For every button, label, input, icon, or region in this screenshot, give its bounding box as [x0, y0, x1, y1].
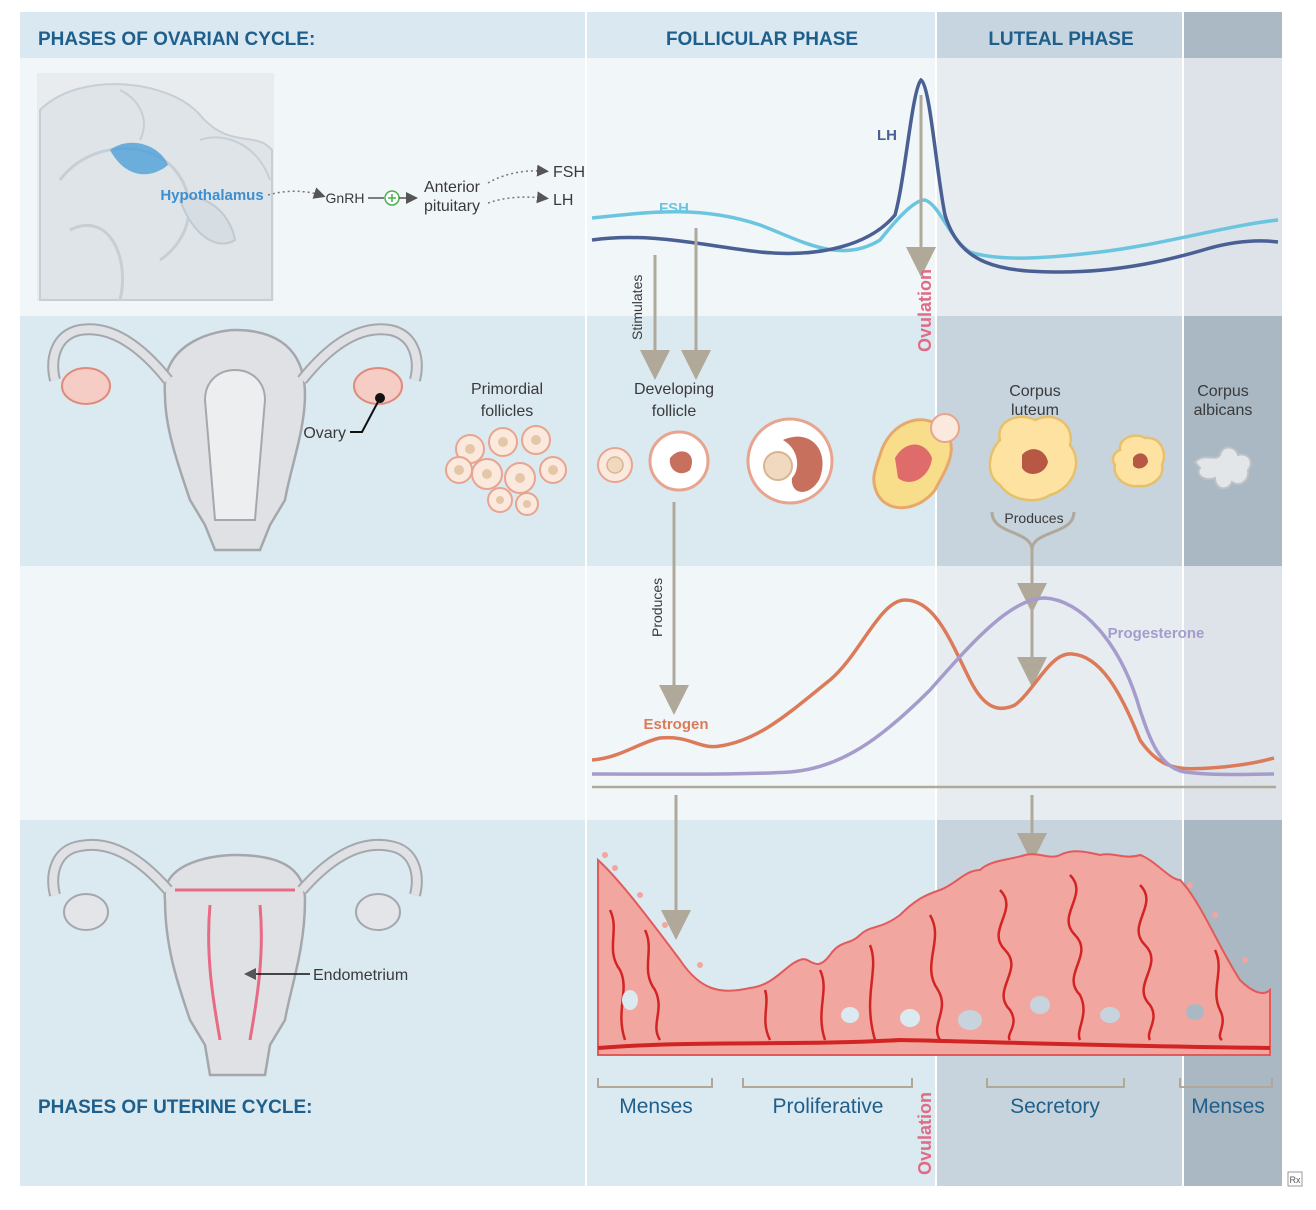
produces-corpus-label: Produces — [1004, 510, 1063, 526]
developing-label-2: follicle — [652, 403, 697, 420]
corpus-luteum — [988, 415, 1166, 502]
uterine-cycle-header: PHASES OF UTERINE CYCLE: — [38, 1097, 312, 1118]
lh-curve-label: LH — [877, 127, 897, 144]
estrogen-curve — [591, 598, 1275, 771]
follicular-phase-header: FOLLICULAR PHASE — [666, 29, 858, 50]
endometrium-tissue — [597, 850, 1271, 1056]
rx-logo-text: Rx — [1290, 1175, 1301, 1185]
estrogen-label: Estrogen — [643, 716, 708, 733]
phase-proliferative: Proliferative — [773, 1095, 884, 1118]
lh-axis-label: LH — [553, 192, 573, 209]
ovulation-label-bottom: Ovulation — [915, 1092, 935, 1175]
progesterone-label: Progesterone — [1108, 625, 1205, 642]
ovary-label: Ovary — [303, 425, 346, 442]
phase-menses-2: Menses — [1191, 1095, 1265, 1118]
corpus-albicans-label-2: albicans — [1194, 402, 1253, 419]
ovulation-label-top: Ovulation — [915, 269, 935, 352]
gnrh-label: GnRH — [326, 190, 365, 206]
progesterone-curve — [591, 596, 1275, 777]
corpus-albicans-label-1: Corpus — [1197, 383, 1249, 400]
fsh-curve-label: FSH — [659, 200, 689, 217]
corpus-luteum-label-1: Corpus — [1009, 383, 1061, 400]
fsh-axis-label: FSH — [553, 164, 585, 181]
phase-secretory: Secretory — [1010, 1095, 1100, 1118]
primordial-label-1: Primordial — [471, 381, 543, 398]
uterine-phase-brackets — [597, 1078, 1273, 1088]
developing-label-1: Developing — [634, 381, 714, 398]
fsh-curve — [591, 198, 1279, 260]
developing-follicles — [597, 413, 960, 510]
brain-illustration — [37, 73, 274, 301]
luteal-phase-header: LUTEAL PHASE — [988, 29, 1133, 50]
primordial-label-2: follicles — [481, 403, 533, 420]
corpus-luteum-label-2: luteum — [1011, 402, 1059, 419]
rx-logo-icon — [1287, 1171, 1303, 1187]
lh-curve — [591, 77, 1279, 274]
anterior-label-1: Anterior — [424, 179, 481, 196]
anterior-label-2: pituitary — [424, 198, 480, 215]
uterus-ovary-illustration — [47, 323, 423, 552]
endometrium-label: Endometrium — [313, 967, 408, 984]
lh-arrow — [487, 191, 549, 204]
primordial-follicles — [445, 425, 567, 516]
uterus-endometrium-illustration — [47, 838, 423, 1077]
hypothalamus-label: Hypothalamus — [160, 187, 263, 204]
stimulates-label: Stimulates — [629, 275, 645, 340]
phase-menses-1: Menses — [619, 1095, 693, 1118]
ovarian-cycle-header: PHASES OF OVARIAN CYCLE: — [38, 29, 315, 50]
corpus-albicans — [1193, 446, 1252, 490]
produces-follicle-label: Produces — [649, 578, 665, 637]
